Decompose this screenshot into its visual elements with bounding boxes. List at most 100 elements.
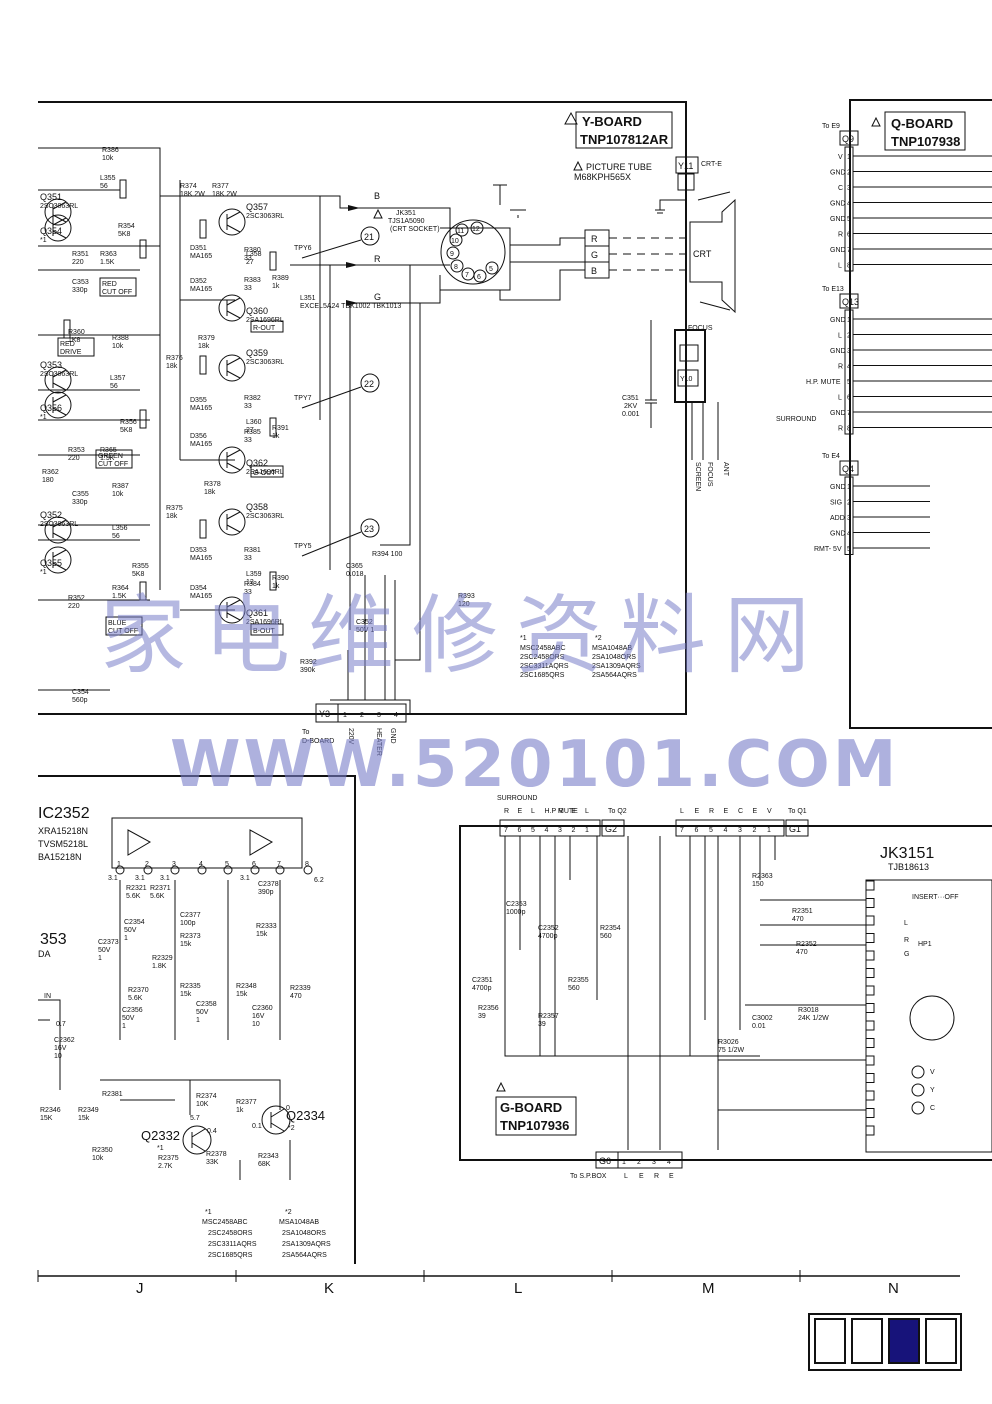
g2pins-label-3: H.P MUTE bbox=[545, 808, 579, 815]
q-board-part: TNP107938 bbox=[891, 134, 960, 149]
socket-pin-6 bbox=[473, 269, 487, 283]
y3-pin-1: 1 bbox=[343, 712, 347, 719]
ic-val-9: 0 bbox=[286, 1105, 290, 1112]
g2-to: To Q2 bbox=[608, 808, 627, 815]
y-comp-9-ref: R388 bbox=[112, 335, 129, 342]
y-comp-19-ref: R364 bbox=[112, 585, 129, 592]
ic-transistor-c-0 bbox=[191, 1128, 206, 1138]
tag-0-l1: RED bbox=[102, 281, 117, 288]
q-conn-0-pin-4: GND bbox=[830, 216, 846, 223]
y-comp-26-ref: R379 bbox=[198, 335, 215, 342]
socket-pin-5 bbox=[485, 261, 499, 275]
y-comp-18-val: 5K8 bbox=[132, 571, 145, 578]
q-conn-2-num-1: 2 bbox=[847, 500, 851, 507]
nav-box-1[interactable] bbox=[814, 1318, 846, 1364]
y-comp-43-val: MA165 bbox=[190, 593, 212, 600]
transistor-collector-6 bbox=[226, 211, 241, 220]
test-point-label-23: 23 bbox=[364, 524, 374, 534]
g6pins-label-0: L bbox=[624, 1173, 628, 1180]
ic-comp-12-ref: R2339 bbox=[290, 985, 311, 992]
y-comp-15-val: 330p bbox=[72, 499, 88, 506]
y-comp-28-ref: R382 bbox=[244, 395, 261, 402]
q-conn-1-num-5: 6 bbox=[847, 395, 851, 402]
tag-box-5 bbox=[250, 465, 284, 478]
g1pins-label-0: L bbox=[680, 808, 684, 815]
y-comp-31-ref: R385 bbox=[244, 429, 261, 436]
y-comp-39-val: MA165 bbox=[190, 286, 212, 293]
transistor-emitter-7 bbox=[226, 310, 241, 319]
g-comp-12-ref: R3026 bbox=[718, 1039, 739, 1046]
transistor-part-11: 2SA1696RL bbox=[246, 619, 284, 626]
resistor-9 bbox=[269, 417, 277, 437]
nav-box-2[interactable] bbox=[851, 1318, 883, 1364]
nav-box-4[interactable] bbox=[925, 1318, 957, 1364]
transistor-emitter-1 bbox=[52, 230, 67, 239]
jack-pin-9 bbox=[865, 1020, 875, 1031]
to-dboard-to: To bbox=[302, 729, 310, 736]
socket-pin-label-10: 10 bbox=[451, 238, 459, 245]
resistor-1 bbox=[139, 239, 147, 259]
g-comp-2-val: 560 bbox=[600, 933, 612, 940]
transistor-ref-3: Q356 bbox=[40, 403, 62, 413]
y-note2-p3: 2SA564AQRS bbox=[592, 672, 637, 679]
g-comp-2-ref: R2354 bbox=[600, 925, 621, 932]
ic-comp-2-val-0: 100p bbox=[180, 920, 196, 927]
ic-note2-p3: 2SA564AQRS bbox=[282, 1252, 327, 1259]
y-comp-37-ref: R384 bbox=[244, 581, 261, 588]
g1-ref: G1 bbox=[789, 824, 801, 834]
y-comp-16-ref: R387 bbox=[112, 483, 129, 490]
ic-comp-13-val-0: 50V bbox=[122, 1015, 135, 1022]
y-comp-34-val: 33 bbox=[244, 555, 252, 562]
y-comp-49-val: 120 bbox=[458, 601, 470, 608]
focus-out-label: FOCUS bbox=[706, 462, 713, 487]
socket-pin-11 bbox=[455, 223, 469, 237]
g1-to: To Q1 bbox=[788, 808, 807, 815]
transistor-ref-0: Q351 bbox=[40, 192, 62, 202]
ic-pin-6 bbox=[250, 865, 260, 875]
transistor-emitter-11 bbox=[226, 612, 241, 621]
nav-box-3[interactable] bbox=[888, 1318, 920, 1364]
transistor-emitter-5 bbox=[52, 562, 67, 571]
y-comp-13-val: 220 bbox=[68, 455, 80, 462]
c351-val: 0.001 bbox=[622, 411, 640, 418]
ic-comp-4-val-1: 1 bbox=[124, 935, 128, 942]
ic-note1-p1: 2SC2458ORS bbox=[208, 1230, 253, 1237]
y-comp-22-ref: R380 bbox=[244, 247, 261, 254]
y-comp-14-val: 180 bbox=[42, 477, 54, 484]
ic-transistor-q2332 bbox=[182, 1125, 212, 1155]
resistor-7 bbox=[199, 519, 207, 539]
ic-note1-p2: 2SC3311AQRS bbox=[208, 1241, 257, 1248]
y-note1: *1 bbox=[520, 635, 527, 642]
ic-note1-p0: MSC2458ABC bbox=[202, 1219, 248, 1226]
g6pins-label-2: R bbox=[654, 1173, 659, 1180]
socket-pin-8 bbox=[450, 259, 464, 273]
ic-comp-16-val-1: 10 bbox=[54, 1053, 62, 1060]
tag-3-l1: BLUE bbox=[108, 620, 127, 627]
column-ruler bbox=[37, 1270, 960, 1282]
ic-comp-14-ref: C2358 bbox=[196, 1001, 217, 1008]
g-comp-6-ref: R2357 bbox=[538, 1013, 559, 1020]
ic-val-4: 6.2 bbox=[314, 877, 324, 884]
y-board-title: Y-BOARD bbox=[582, 114, 642, 129]
y-comp-24-val: 1k bbox=[272, 283, 280, 290]
q-conn-2-num-3: 4 bbox=[847, 531, 851, 538]
g1pins-label-2: R bbox=[709, 808, 714, 815]
bus-b: B bbox=[374, 191, 380, 201]
g2-ref: G2 bbox=[605, 824, 617, 834]
y-comp-19-val: 1.5K bbox=[112, 593, 127, 600]
g-comp-9-val: 470 bbox=[796, 949, 808, 956]
ic-val-0: 3.1 bbox=[108, 875, 118, 882]
y-comp-32-val: 18k bbox=[204, 489, 216, 496]
g2pins-pin-5: 5 bbox=[531, 827, 535, 834]
socket-pin-label-11: 11 bbox=[457, 228, 464, 235]
ic-comp-17-ref: R2374 bbox=[196, 1093, 217, 1100]
ic-comp-22-ref: R2350 bbox=[92, 1147, 113, 1154]
q-conn-0-num-6: 7 bbox=[847, 247, 851, 254]
g1pins-pin-4: 4 bbox=[724, 827, 728, 834]
ic-pin-2 bbox=[143, 865, 153, 875]
y-comp-4-val: 5K8 bbox=[118, 231, 131, 238]
ic-comp-8-val-0: 1.8K bbox=[152, 963, 167, 970]
q-conn-1-pin-3: R bbox=[838, 364, 843, 371]
y-comp-13-ref: R353 bbox=[68, 447, 85, 454]
